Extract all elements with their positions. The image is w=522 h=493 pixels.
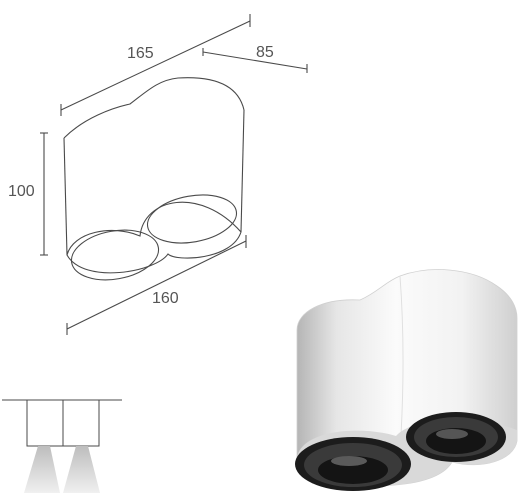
dual-beam-downlight-icon xyxy=(2,399,122,493)
twin-cylinder-downlight-render xyxy=(295,269,518,491)
dimension-line-length-top xyxy=(60,14,251,116)
rear-light-opening xyxy=(406,412,506,462)
dimension-label-height: 100 xyxy=(8,183,35,200)
product-outline xyxy=(63,77,245,281)
dimension-label-length-bottom: 160 xyxy=(152,290,179,307)
front-light-opening xyxy=(295,437,411,491)
dimension-line-depth xyxy=(202,48,308,73)
dimension-line-length-bottom xyxy=(66,235,247,335)
dimension-line-height xyxy=(40,132,48,256)
dimension-label-length-top: 165 xyxy=(127,45,154,62)
technical-drawing xyxy=(40,14,308,335)
dimension-label-depth: 85 xyxy=(256,44,274,61)
